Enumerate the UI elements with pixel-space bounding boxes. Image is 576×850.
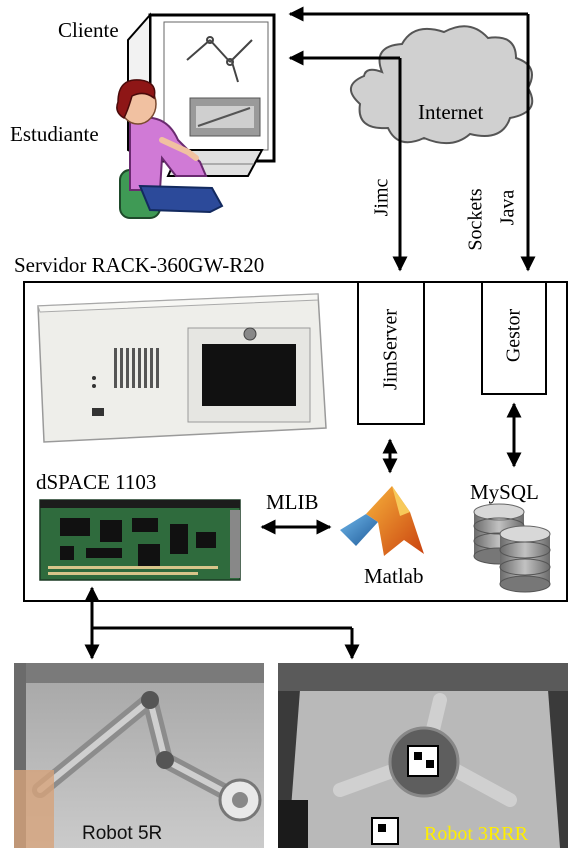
internet-cloud: [350, 25, 534, 145]
jimserver-box: [357, 281, 425, 425]
label-jimc: Jimc: [370, 178, 393, 217]
label-gestor: Gestor: [502, 308, 525, 363]
matlab-logo: [340, 486, 424, 556]
label-java: Java: [496, 189, 519, 226]
label-internet: Internet: [418, 100, 484, 124]
label-cliente: Cliente: [58, 18, 119, 42]
caption-robot-3rrr: Robot 3RRR: [424, 823, 528, 845]
server-frame: [23, 281, 568, 602]
robot-5r-photo: [14, 663, 264, 848]
label-servidor: Servidor RACK-360GW-R20: [14, 253, 265, 277]
label-sockets: Sockets: [464, 188, 487, 251]
label-dspace: dSPACE 1103: [36, 470, 157, 494]
mysql-database-icon: [473, 503, 551, 593]
caption-robot-5r: Robot 5R: [82, 823, 163, 844]
label-jimserver: JimServer: [379, 308, 402, 391]
label-mysql: MySQL: [470, 480, 539, 504]
dspace-board: [39, 499, 241, 581]
label-mlib: MLIB: [266, 490, 319, 514]
label-estudiante: Estudiante: [10, 122, 99, 146]
connection-lines: [84, 6, 536, 660]
server-pc-image: [37, 293, 327, 443]
label-matlab: Matlab: [364, 564, 424, 588]
student-illustration: [116, 12, 276, 219]
robot-3rrr-photo: [278, 663, 568, 848]
gestor-box: [481, 281, 547, 395]
